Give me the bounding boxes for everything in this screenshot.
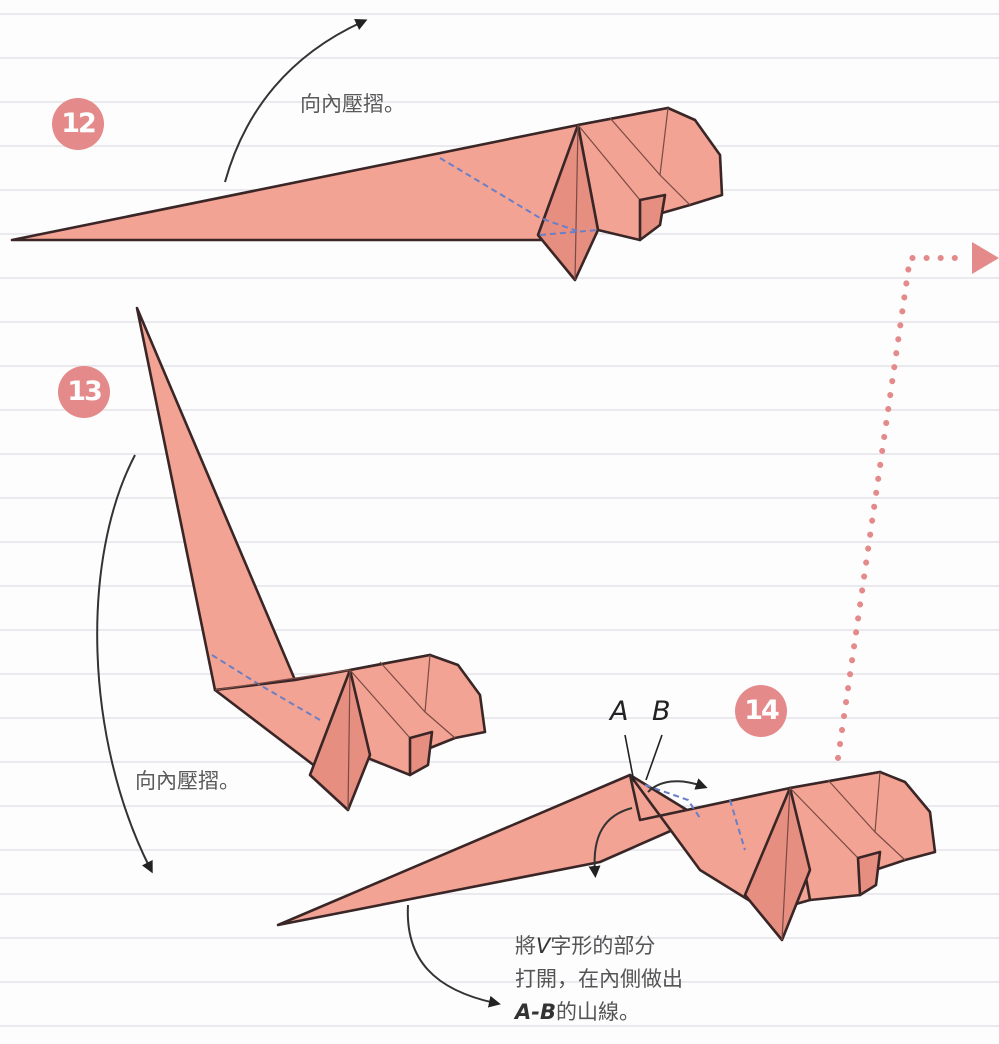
note-line-1: 將V字形的部分	[515, 930, 815, 963]
step12-head	[576, 106, 724, 242]
note-line-3: A-B的山線。	[515, 996, 815, 1029]
step12-valley	[439, 157, 581, 233]
step13-crease-3	[379, 661, 426, 713]
step-13-badge: 13	[58, 366, 110, 418]
step14-note: 將V字形的部分 打開，在內側做出 A-B的山線。	[515, 930, 815, 1029]
note-line1-rest: 字形的部分	[550, 934, 656, 958]
step14-open-arrow-down	[588, 807, 633, 878]
step14-crease-3	[827, 779, 876, 833]
step13-crease-1	[347, 669, 351, 811]
step13-figure	[96, 306, 487, 874]
step14-dotted-arrow-head	[972, 242, 999, 274]
step12-caption: 向內壓摺。	[300, 92, 405, 116]
step12-foot	[638, 193, 667, 242]
step14-foot	[856, 850, 882, 897]
step12-crease-3	[609, 117, 661, 176]
step13-valley	[211, 654, 321, 721]
note-v-letter: V	[536, 934, 551, 958]
step14-head	[788, 770, 937, 902]
step14-crease-4	[874, 771, 906, 861]
step13-neck-crease	[214, 669, 351, 691]
step14-b-pointer	[645, 734, 663, 781]
step14-valley	[644, 784, 701, 819]
step13-curved-arrow	[96, 454, 153, 874]
step14-crease-1	[781, 787, 791, 941]
label-a: A	[610, 696, 629, 727]
step-14-badge: 14	[735, 685, 787, 737]
step14-figure	[276, 242, 999, 1008]
step14-open-arrow-right	[647, 778, 708, 793]
step13-neck	[135, 306, 297, 697]
step13-foot	[408, 730, 434, 777]
step-12-badge: 12	[52, 98, 104, 150]
note-line-2: 打開，在內側做出	[515, 967, 683, 991]
step12-figure	[10, 19, 724, 282]
step13-crease-4	[424, 654, 456, 739]
step14-valley-2	[729, 799, 746, 851]
label-b: B	[652, 696, 671, 727]
step14-dotted-arrow-path	[835, 255, 971, 761]
step12-crease-1	[574, 124, 579, 281]
step14-note-arrow	[406, 904, 501, 1008]
step13-caption: 向內壓摺。	[135, 769, 240, 793]
step12-curved-arrow	[224, 19, 368, 183]
note-ab-letters: A-B	[515, 1000, 556, 1024]
step14-a-pointer	[624, 734, 635, 783]
step13-head	[348, 653, 487, 777]
step12-crease-4	[659, 107, 691, 206]
note-line3-rest: 的山線。	[555, 1000, 640, 1024]
note-prefix: 將	[515, 934, 536, 958]
